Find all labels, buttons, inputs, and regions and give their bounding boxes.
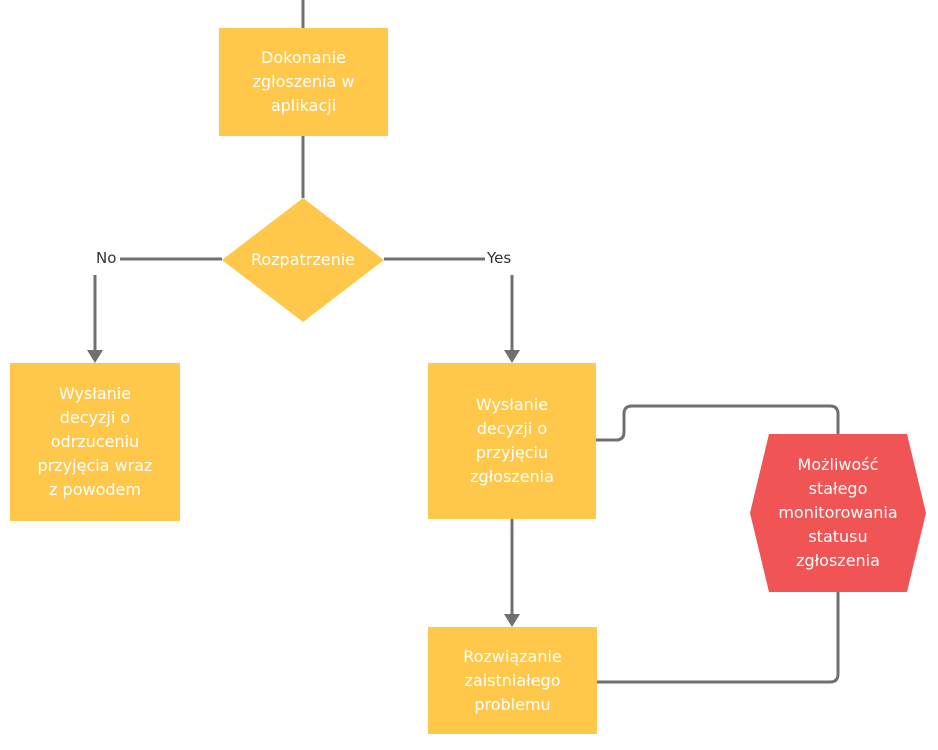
process-submit-report[interactable] <box>219 28 388 136</box>
process-rejection-decision[interactable] <box>10 363 180 521</box>
arrowhead-resolution <box>504 614 520 627</box>
problem-resolution-label: Rozwiązanie zaistniałego problemu <box>428 627 597 734</box>
submit-report-text: Dokonanie zgłoszenia w aplikacji <box>252 48 355 115</box>
process-acceptance-decision[interactable] <box>428 363 596 519</box>
arrowhead-rejection <box>87 350 103 363</box>
connector-acceptance-to-monitoring <box>596 404 840 442</box>
status-monitoring-label: Możliwość stałego monitorowania statusu … <box>752 434 924 592</box>
edge-label-no: No <box>96 249 117 267</box>
edge-label-yes: Yes <box>487 249 512 267</box>
submit-report-label: Dokonanie zgłoszenia w aplikacji <box>219 28 388 136</box>
acceptance-decision-text: Wysłanie decyzji o przyjęciu zgłoszenia <box>470 395 554 486</box>
review-text: Rozpatrzenie <box>250 250 356 269</box>
process-problem-resolution[interactable] <box>428 627 597 734</box>
status-monitoring-text: Możliwość stałego monitorowania statusu … <box>778 455 898 570</box>
highlight-status-monitoring[interactable] <box>750 434 926 592</box>
rejection-decision-text: Wysłanie decyzji o odrzuceniu przyjęcia … <box>37 384 153 499</box>
acceptance-decision-label: Wysłanie decyzji o przyjęciu zgłoszenia <box>428 363 596 519</box>
connector-monitoring-to-resolution <box>597 592 840 684</box>
review-label: Rozpatrzenie <box>222 236 384 284</box>
rejection-decision-label: Wysłanie decyzji o odrzuceniu przyjęcia … <box>10 363 180 521</box>
arrowhead-acceptance <box>504 350 520 363</box>
decision-review[interactable] <box>222 198 384 322</box>
problem-resolution-text: Rozwiązanie zaistniałego problemu <box>463 646 562 714</box>
